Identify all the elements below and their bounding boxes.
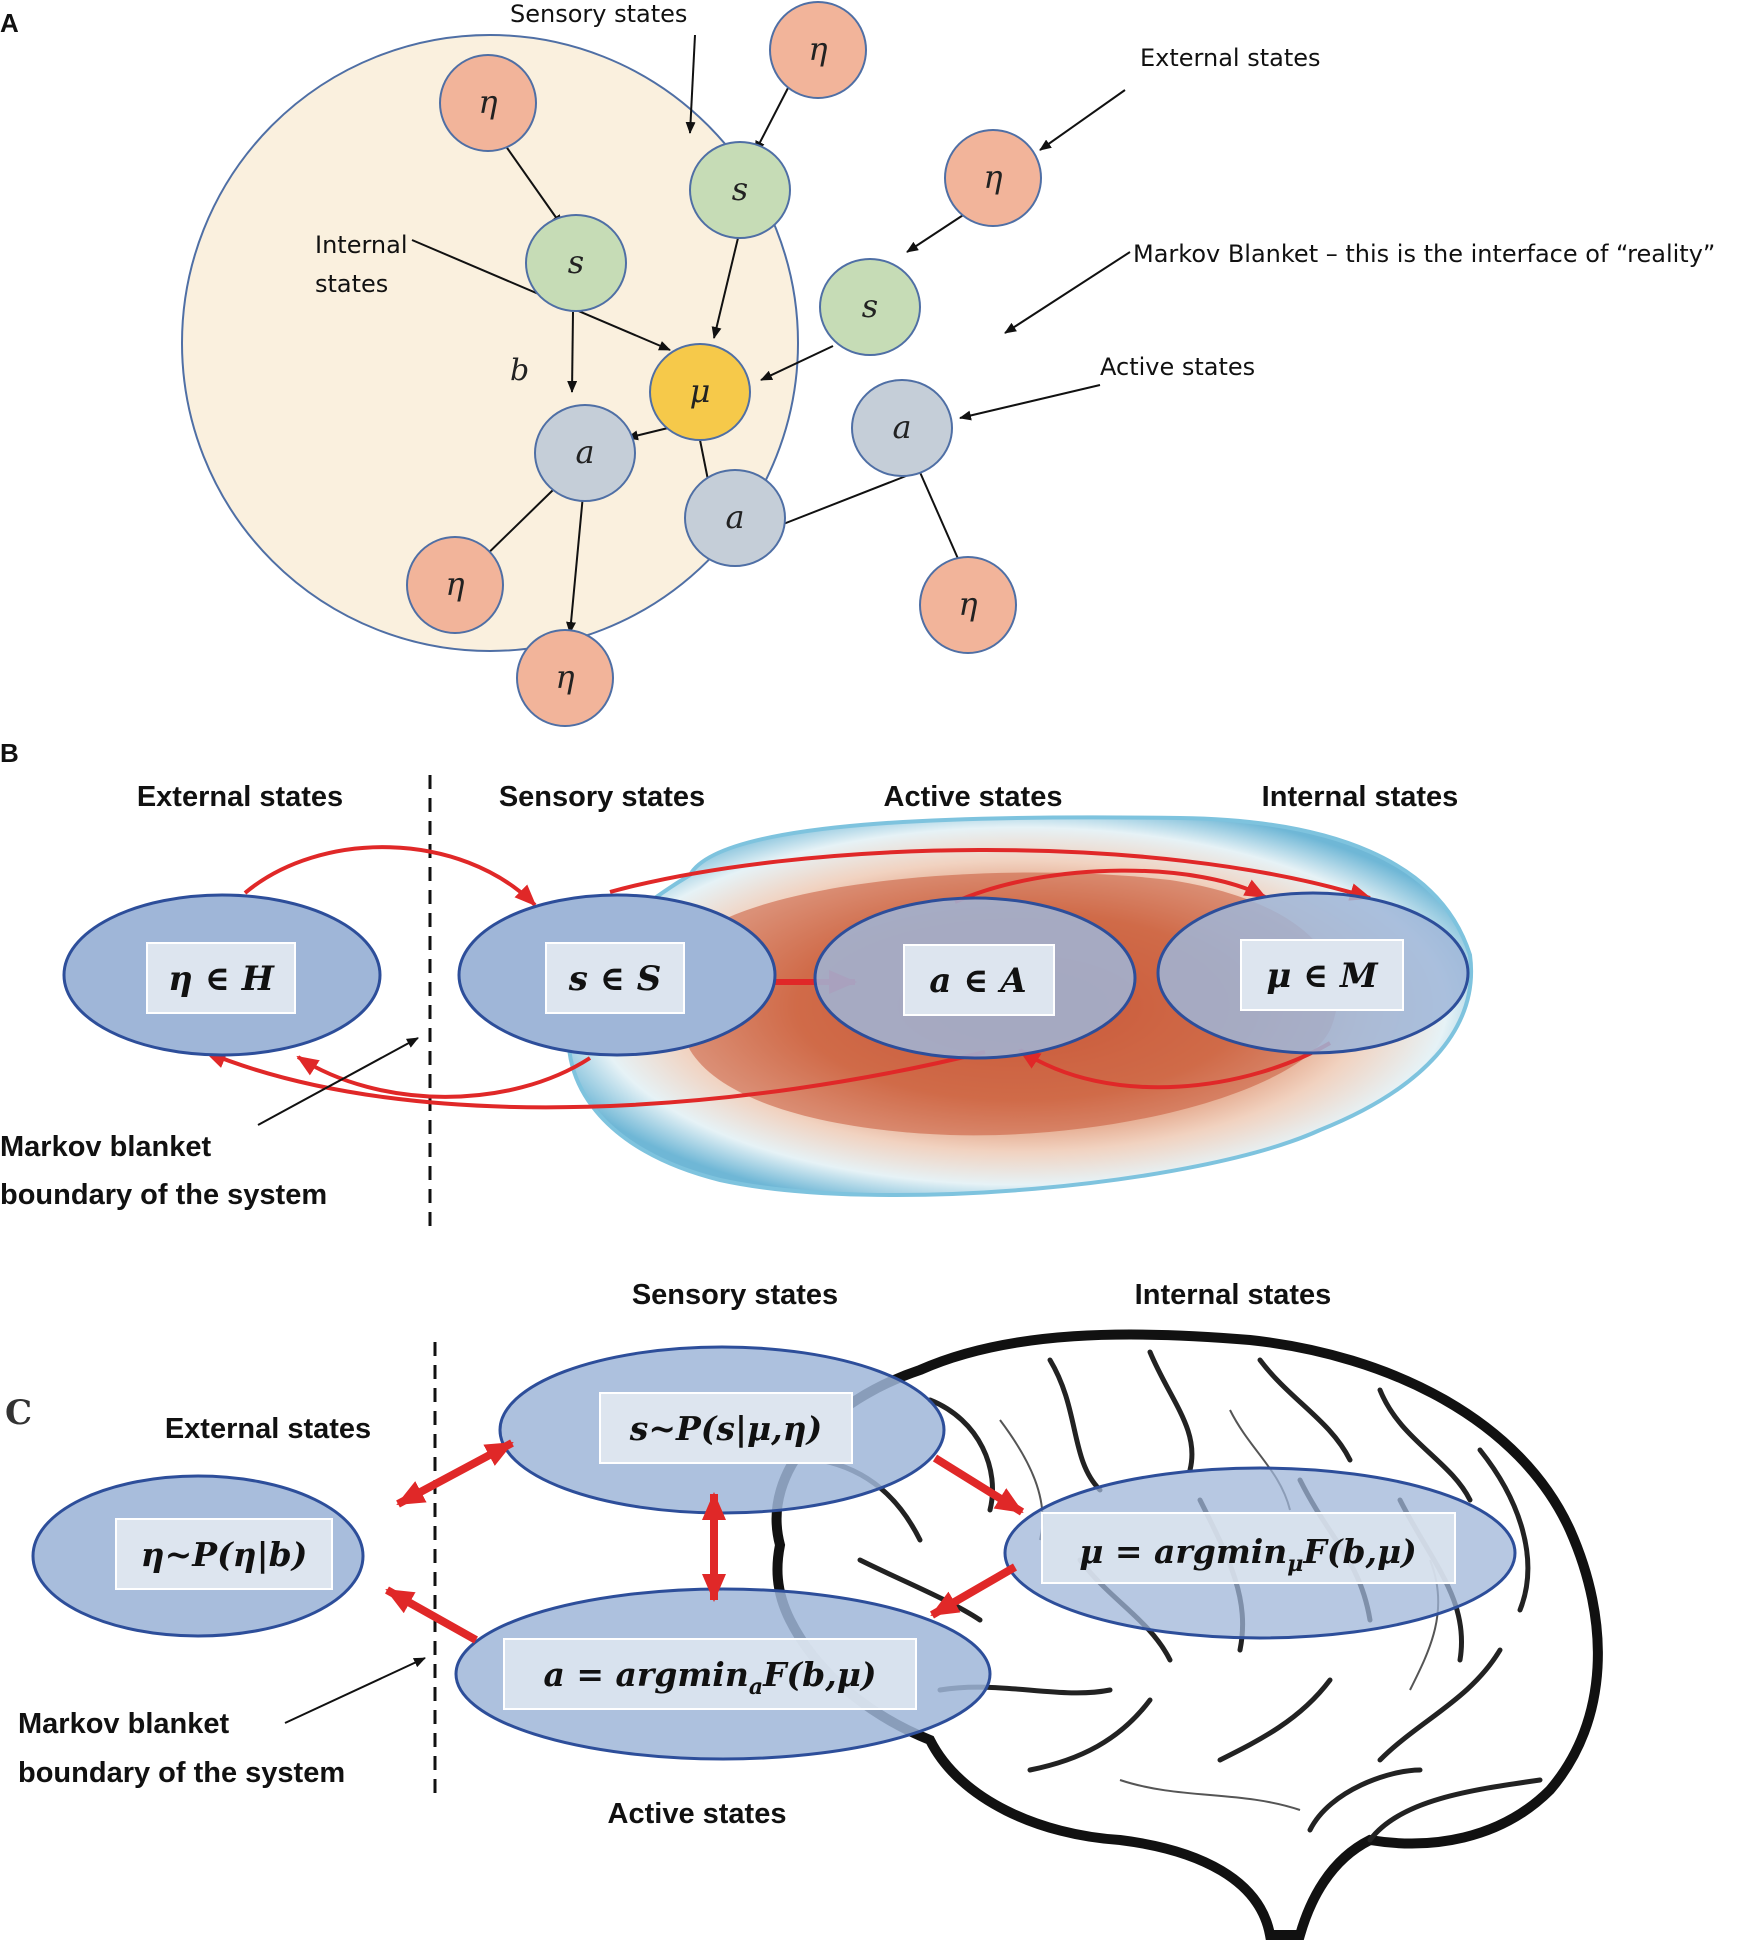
panel-b-label: B [0, 738, 19, 768]
b-active-header: Active states [884, 781, 1063, 813]
sensory-states-label: Sensory states [510, 0, 687, 28]
a-symbol: a [725, 498, 744, 536]
eta-symbol: η [808, 30, 827, 68]
c-internal-header: Internal states [1135, 1279, 1332, 1311]
mu-symbol: μ [690, 372, 711, 410]
b-s-formula: s ∈ S [568, 959, 662, 999]
c-active-header: Active states [608, 1798, 787, 1830]
b-markov-pointer [257, 1037, 419, 1126]
c-node-mu: μ = argminμF(b,μ) [1003, 1466, 1517, 1640]
active-nodes: a a a [534, 379, 953, 567]
panel-a-label: A [0, 8, 19, 38]
a-symbol: a [892, 408, 911, 446]
internal-states-label-2: states [315, 270, 388, 298]
active-node: a [534, 404, 636, 502]
c-s-formula: s~P(s|μ,η) [629, 1409, 823, 1448]
markov-blanket-circle [181, 34, 799, 652]
external-node: η [439, 54, 537, 152]
c-markov-label-1: Markov blanket [18, 1708, 229, 1740]
b-node-a: a ∈ A [813, 896, 1137, 1060]
internal-states-label-1: Internal [315, 231, 408, 259]
sensory-node: s [689, 141, 791, 239]
external-node: η [406, 536, 504, 634]
c-markov-pointer [284, 1657, 426, 1724]
b-mu-formula: μ ∈ M [1266, 956, 1379, 996]
c-sensory-header: Sensory states [632, 1279, 838, 1311]
a-symbol: a [575, 433, 594, 471]
active-node: a [684, 469, 786, 567]
active-states-label: Active states [1100, 353, 1255, 381]
b-sensory-header: Sensory states [499, 781, 705, 813]
sensory-node: s [525, 214, 627, 312]
eta-symbol: η [958, 585, 977, 623]
external-nodes: η η η η η η [406, 1, 1042, 727]
b-node-mu: μ ∈ M [1156, 891, 1470, 1055]
markov-blanket-label: Markov Blanket – this is the interface o… [1133, 240, 1715, 268]
b-node-eta: η ∈ H [62, 893, 382, 1057]
b-internal-header: Internal states [1262, 781, 1459, 813]
panel-c: C Sensory states Internal states Externa… [5, 1279, 1603, 1940]
eta-symbol: η [478, 83, 497, 121]
panel-c-label: C [5, 1393, 32, 1433]
b-arrows [204, 845, 1372, 1110]
c-a-formula: a = argminaF(b,μ) [544, 1655, 877, 1700]
eta-symbol: η [983, 158, 1002, 196]
active-node: a [851, 379, 953, 477]
eta-symbol: η [555, 658, 574, 696]
c-node-eta: η~P(η|b) [31, 1474, 365, 1638]
c-node-a: a = argminaF(b,μ) [454, 1587, 992, 1761]
panel-a: A b η η η [0, 0, 1715, 727]
internal-node: μ [649, 343, 751, 441]
b-eta-formula: η ∈ H [168, 959, 276, 999]
sensory-node: s [819, 258, 921, 356]
c-markov-label-2: boundary of the system [18, 1757, 345, 1789]
b-a-formula: a ∈ A [929, 961, 1026, 1001]
s-symbol: s [568, 243, 584, 281]
external-node: η [919, 556, 1017, 654]
c-eta-formula: η~P(η|b) [141, 1535, 308, 1574]
c-external-header: External states [165, 1413, 371, 1445]
b-markov-label-1: Markov blanket [0, 1131, 211, 1163]
blanket-symbol: b [510, 353, 529, 388]
b-node-s: s ∈ S [457, 893, 777, 1057]
c-node-s: s~P(s|μ,η) [498, 1345, 946, 1515]
b-external-header: External states [137, 781, 343, 813]
external-node: η [516, 629, 614, 727]
b-markov-label-2: boundary of the system [0, 1179, 327, 1211]
sensory-nodes: s s s [525, 141, 921, 356]
eta-symbol: η [445, 565, 464, 603]
s-symbol: s [862, 287, 878, 325]
external-node: η [769, 1, 867, 99]
c-arrows [385, 1439, 1025, 1644]
external-states-label: External states [1140, 44, 1321, 72]
panel-b: B External states Sensory states Active … [0, 738, 1474, 1235]
c-mu-formula: μ = argminμF(b,μ) [1079, 1532, 1417, 1577]
external-node: η [944, 129, 1042, 227]
s-symbol: s [732, 170, 748, 208]
